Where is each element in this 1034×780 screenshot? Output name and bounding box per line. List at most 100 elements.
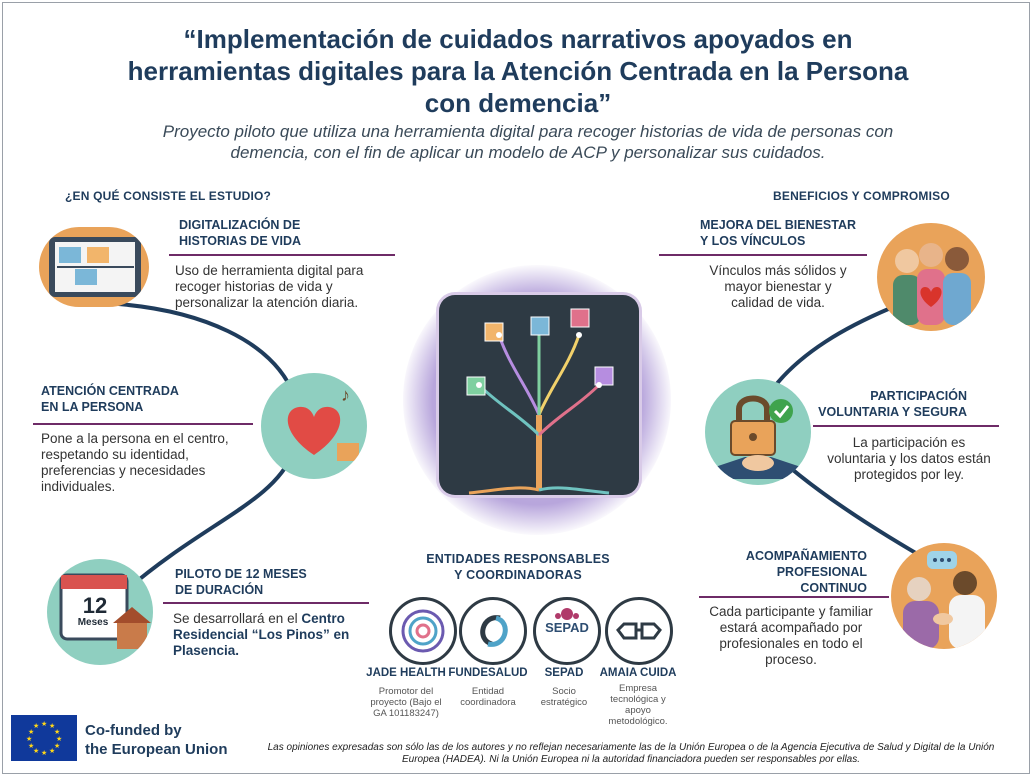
title-line-1: “Implementación de cuidados narrativos a… — [183, 24, 853, 54]
fundesalud-symbol-icon — [480, 615, 508, 647]
right-block-3-text-line: proceso. — [765, 652, 817, 667]
right-block-1-divider — [659, 254, 867, 256]
left-block-2-title-line1: ATENCIÓN CENTRADA — [41, 384, 179, 398]
jade-health-logo — [389, 597, 457, 665]
subtitle-line-2: demencia, con el fin de aplicar un model… — [230, 143, 826, 162]
entities-heading-line1: ENTIDADES RESPONSABLES — [426, 552, 610, 566]
subtitle-line-1: Proyecto piloto que utiliza una herramie… — [162, 122, 894, 141]
entity-role-line: Entidad — [471, 686, 505, 697]
sepad-dots-icon — [555, 608, 579, 620]
svg-text:★: ★ — [54, 742, 60, 750]
right-block-3-text-line: estará acompañado por — [719, 620, 863, 635]
svg-text:★: ★ — [56, 735, 62, 743]
left-block-3-title: PILOTO DE 12 MESES DE DURACIÓN — [175, 566, 307, 598]
left-block-2-text-line: individuales. — [41, 479, 116, 494]
entity-role-line: Empresa — [618, 683, 657, 694]
digital-tree-illustration — [439, 295, 639, 495]
left-block-1-divider — [169, 254, 395, 256]
fundesalud-logo — [459, 597, 527, 665]
left-block-3-divider — [163, 602, 369, 604]
calendar-number: 12 — [82, 593, 108, 618]
page-subtitle: Proyecto piloto que utiliza una herramie… — [113, 121, 943, 163]
secure-participation-illustration — [705, 379, 811, 485]
entity-role-line: proyecto (Bajo el — [370, 697, 442, 708]
entity-role-line: GA 101183247) — [373, 708, 439, 719]
eu-label-line1: Co-funded by — [85, 722, 182, 739]
entities-heading-line2: Y COORDINADORAS — [454, 568, 582, 582]
sepad-logo-text: SEPAD — [545, 620, 589, 635]
left-block-3-title-line2: DE DURACIÓN — [175, 583, 264, 597]
svg-text:★: ★ — [33, 722, 39, 730]
professional-support-illustration — [891, 543, 997, 649]
page-title: “Implementación de cuidados narrativos a… — [63, 23, 973, 119]
left-section-heading: ¿EN QUÉ CONSISTE EL ESTUDIO? — [65, 189, 272, 203]
entity-role-amaia-cuida: Empresa tecnológica y apoyo metodológico… — [593, 683, 683, 727]
entity-role-sepad: Socio estratégico — [519, 686, 609, 708]
entity-role-line: Promotor del — [378, 686, 434, 697]
left-block-2-divider — [33, 423, 253, 425]
connector-left-top — [102, 301, 295, 394]
eu-cofunded-label: Co-funded by the European Union — [85, 721, 228, 759]
right-block-2-title-line1: PARTICIPACIÓN — [870, 389, 967, 403]
tree-icon — [466, 308, 614, 495]
entity-role-line: tecnológica y — [610, 694, 666, 705]
person-centered-illustration: ♪ — [261, 373, 367, 479]
entity-name-amaia-cuida: AMAIA CUIDA — [599, 667, 677, 679]
entity-role-line: estratégico — [540, 697, 588, 708]
entity-role-line: apoyo — [625, 705, 651, 716]
svg-text:★: ★ — [49, 722, 55, 730]
right-block-1-text-line: calidad de vida. — [731, 295, 825, 310]
left-block-3-text-bold: Plasencia. — [173, 643, 240, 658]
disclaimer-line2: Europea (HADEA). Ni la Unión Europea ni … — [401, 754, 861, 765]
left-block-1-title-line1: DIGITALIZACIÓN DE — [179, 218, 301, 232]
right-block-3-text-line: Cada participante y familiar — [709, 604, 873, 619]
entities-heading: ENTIDADES RESPONSABLES Y COORDINADORAS — [413, 551, 623, 583]
right-block-2-text-line: protegidos por ley. — [853, 467, 965, 482]
right-block-3-title-line3: CONTINUO — [800, 581, 867, 595]
svg-text:★: ★ — [26, 735, 32, 743]
svg-text:★: ★ — [28, 728, 34, 736]
right-block-2-title-line2: VOLUNTARIA Y SEGURA — [818, 405, 967, 419]
family-illustration — [877, 223, 985, 331]
left-block-1-title-line2: HISTORIAS DE VIDA — [179, 234, 302, 248]
right-section-heading: BENEFICIOS Y COMPROMISO — [773, 189, 950, 203]
left-block-3-text: Se desarrollará en el Centro Residencial… — [173, 611, 349, 659]
entity-role-jade-health: Promotor del proyecto (Bajo el GA 101183… — [361, 686, 451, 719]
digital-stories-illustration — [39, 227, 149, 307]
svg-text:★: ★ — [49, 747, 55, 755]
sepad-logo: SEPAD — [533, 597, 601, 665]
right-block-2-text: La participación es voluntaria y los dat… — [809, 435, 1009, 483]
left-block-3-text-bold: Residencial “Los Pinos” en — [173, 627, 350, 642]
caregiver-icon — [903, 551, 985, 649]
amaia-cuida-logo — [605, 597, 673, 665]
right-block-3-text: Cada participante y familiar estará acom… — [693, 604, 889, 668]
left-block-1-text-line: Uso de herramienta digital para — [175, 263, 364, 278]
left-block-2-text: Pone a la persona en el centro, respetan… — [41, 431, 229, 495]
right-block-1-title-line2: Y LOS VÍNCULOS — [700, 234, 806, 248]
left-block-3-text-line: Residencial “Los Pinos” en — [173, 627, 349, 643]
entity-role-fundesalud: Entidad coordinadora — [443, 686, 533, 708]
right-block-3-divider — [699, 596, 889, 598]
title-line-3: con demencia” — [424, 88, 612, 118]
connector-left-bottom — [121, 452, 295, 595]
right-block-2-title: PARTICIPACIÓN VOLUNTARIA Y SEGURA — [783, 388, 967, 420]
right-block-2-text-line: voluntaria y los datos están — [827, 451, 991, 466]
calendar-icon — [59, 573, 151, 649]
svg-text:★: ★ — [41, 720, 47, 728]
head-spiral-icon — [401, 609, 445, 653]
left-block-2-title: ATENCIÓN CENTRADA EN LA PERSONA — [41, 383, 179, 415]
svg-text:♪: ♪ — [341, 385, 350, 405]
eu-label-line2: the European Union — [85, 741, 228, 758]
left-block-2-text-line: respetando su identidad, — [41, 447, 189, 462]
calendar-illustration: 12 Meses — [47, 559, 153, 665]
left-block-2-title-line2: EN LA PERSONA — [41, 400, 144, 414]
left-block-2-text-line: Pone a la persona en el centro, — [41, 431, 229, 446]
left-block-2-text-line: preferencias y necesidades — [41, 463, 206, 478]
entity-role-line: Socio — [552, 686, 576, 697]
left-block-3-title-line1: PILOTO DE 12 MESES — [175, 567, 307, 581]
svg-text:★: ★ — [41, 749, 47, 757]
calendar-label: Meses — [77, 617, 109, 628]
glasses-heart-icon — [616, 622, 662, 640]
svg-text:★: ★ — [28, 742, 34, 750]
left-block-1-text-line: personalizar la atención diaria. — [175, 295, 359, 310]
